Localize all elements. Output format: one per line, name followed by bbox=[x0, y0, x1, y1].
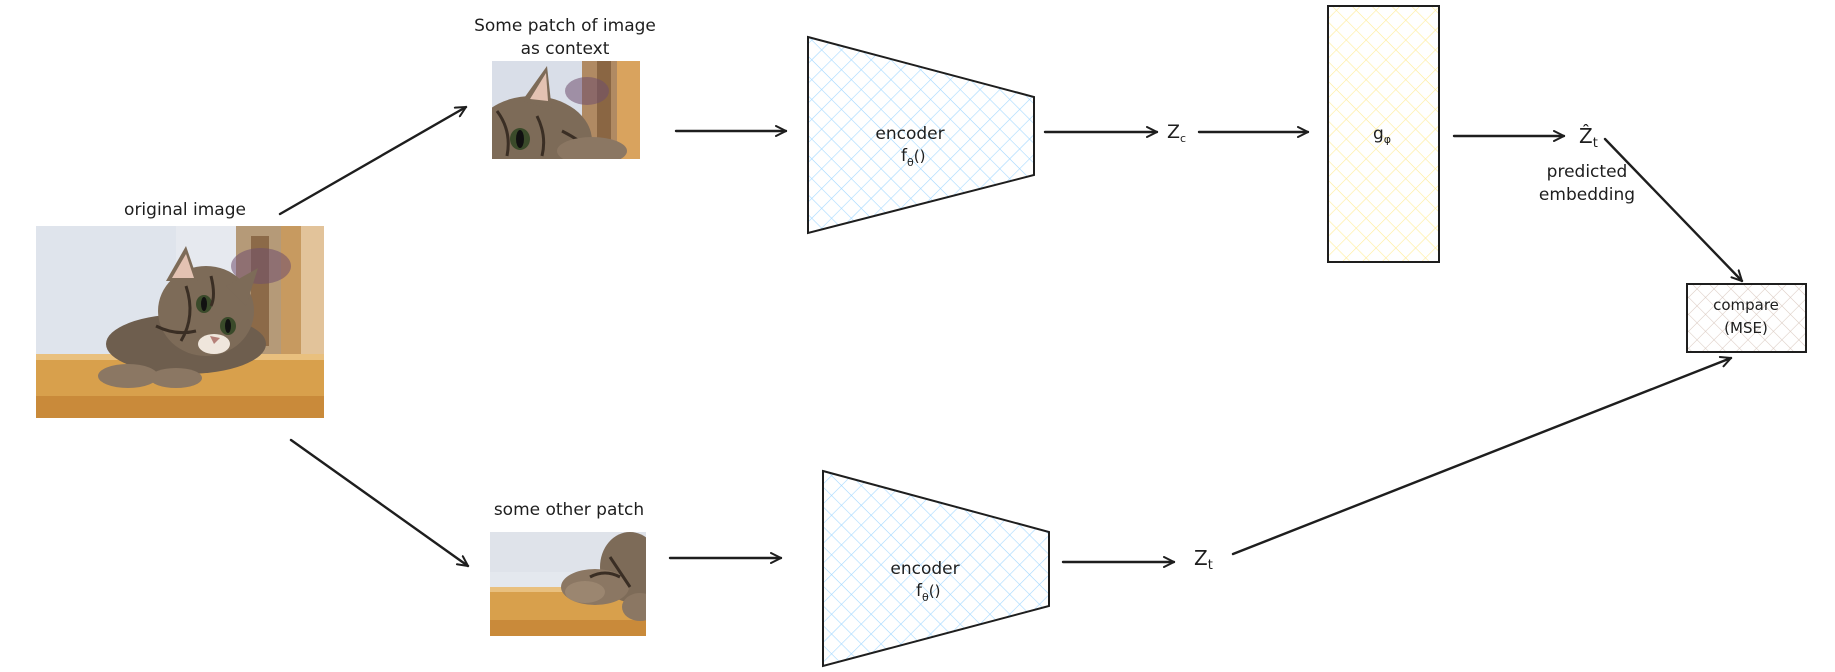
encoder-top-fn-paren: () bbox=[914, 147, 926, 165]
arrow-zhat-to-compare bbox=[1603, 137, 1744, 283]
encoder-top-fn-sub: θ bbox=[907, 156, 914, 169]
zhat-sub: t bbox=[1593, 136, 1598, 151]
encoder-top-label: encoder bbox=[875, 124, 944, 144]
zhat-label: Ẑt bbox=[1579, 124, 1598, 151]
compare-box bbox=[1686, 283, 1807, 353]
arrow-original-to-other bbox=[289, 438, 470, 568]
encoder-bottom-fn-paren: () bbox=[929, 582, 941, 600]
original-image-photo bbox=[36, 226, 324, 418]
arrow-zt-to-compare bbox=[1231, 356, 1733, 556]
encoder-bottom-shape bbox=[822, 469, 1050, 668]
predictor-box bbox=[1327, 5, 1440, 263]
original-image-label: original image bbox=[124, 200, 246, 220]
predictor-label: gφ bbox=[1373, 124, 1391, 146]
zt-label: Zt bbox=[1194, 546, 1213, 573]
context-patch-label-line2: as context bbox=[521, 39, 610, 59]
compare-label-line2: (MSE) bbox=[1724, 319, 1768, 337]
encoder-top-shape bbox=[807, 35, 1035, 235]
arrow-original-to-context bbox=[278, 105, 468, 216]
encoder-bottom-fn-sub: θ bbox=[922, 591, 929, 604]
encoder-top-fn-main: f bbox=[901, 146, 908, 166]
compare-label-line1: compare bbox=[1713, 296, 1779, 314]
predictor-sub: φ bbox=[1384, 133, 1391, 146]
other-patch-photo bbox=[490, 532, 646, 636]
context-patch-label-line1: Some patch of image bbox=[474, 16, 656, 36]
predicted-embedding-line2: embedding bbox=[1539, 185, 1635, 205]
predicted-embedding-line1: predicted bbox=[1547, 162, 1628, 182]
encoder-bottom-label: encoder bbox=[890, 559, 959, 579]
encoder-bottom-fn-main: f bbox=[916, 581, 923, 601]
zc-main: Z bbox=[1167, 121, 1180, 143]
predictor-main: g bbox=[1373, 124, 1384, 144]
other-patch-label: some other patch bbox=[494, 500, 644, 520]
zc-sub: c bbox=[1180, 132, 1186, 145]
zhat-main: Ẑ bbox=[1579, 124, 1593, 148]
context-patch-photo bbox=[492, 61, 640, 159]
encoder-bottom-fn: fθ() bbox=[916, 581, 940, 604]
zt-main: Z bbox=[1194, 546, 1208, 570]
zc-label: Zc bbox=[1167, 121, 1186, 145]
encoder-top-fn: fθ() bbox=[901, 146, 925, 169]
zt-sub: t bbox=[1208, 558, 1213, 573]
